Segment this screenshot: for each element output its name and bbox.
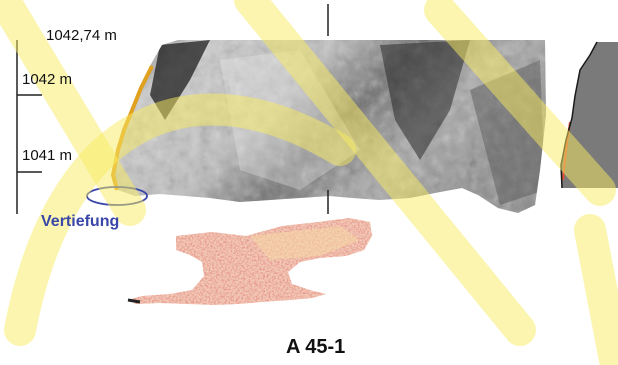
elevation-label-lower: 1041 m bbox=[22, 147, 73, 164]
elevation-label-top: 1042,74 m bbox=[46, 27, 117, 44]
elevation-label-middle: 1042 m bbox=[22, 71, 73, 88]
figure-id-label: A 45-1 bbox=[286, 336, 346, 358]
surface-texture-strip bbox=[127, 218, 372, 305]
depression-label: Vertiefung bbox=[41, 213, 120, 230]
elevation-axis bbox=[16, 40, 42, 214]
